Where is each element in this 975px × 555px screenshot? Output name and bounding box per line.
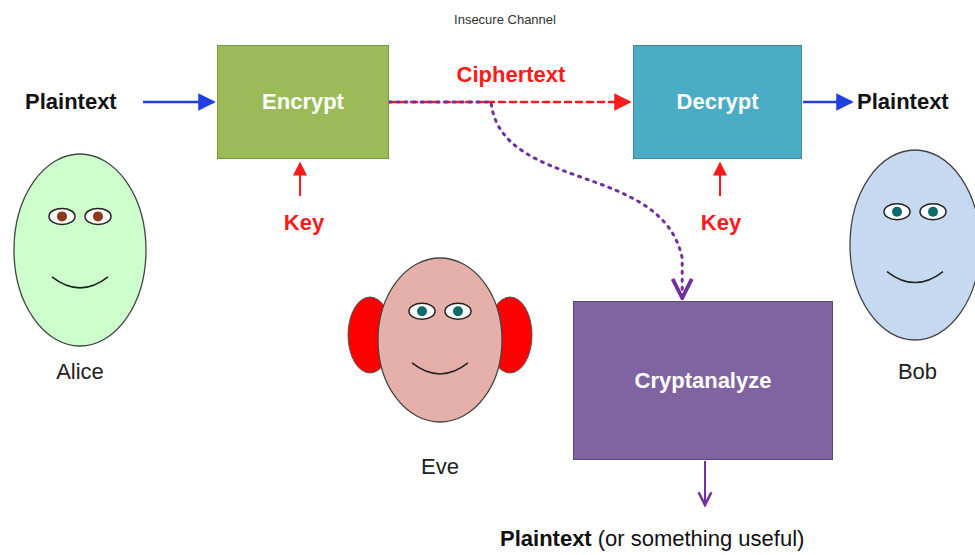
person-name: Alice <box>10 359 150 385</box>
pupil <box>93 211 103 221</box>
box-title: Decrypt <box>677 89 759 115</box>
mouth <box>887 272 943 283</box>
eye <box>49 208 75 224</box>
person-name: Eve <box>370 454 510 480</box>
person-figure: Bob <box>850 150 975 385</box>
process-box: Cryptanalyze <box>573 301 833 460</box>
face-drawing <box>850 150 975 385</box>
person-figure: Alice <box>10 150 150 385</box>
key-label: Key <box>701 210 741 236</box>
key-label: Key <box>284 210 324 236</box>
pupil <box>417 306 427 316</box>
face-drawing <box>10 150 150 385</box>
channel-label: Insecure Channel <box>454 12 556 27</box>
eye <box>884 204 910 220</box>
box-title: Cryptanalyze <box>635 368 772 394</box>
process-box: Decrypt <box>633 45 802 159</box>
plaintext-label: Plaintext <box>857 89 949 115</box>
plaintext-arrow <box>143 101 214 104</box>
face-drawing <box>370 255 510 480</box>
eye <box>409 303 435 319</box>
output-arrow <box>704 461 706 505</box>
mouth <box>52 277 108 288</box>
pupil <box>928 207 938 217</box>
connector <box>389 101 630 104</box>
box-title: Encrypt <box>262 89 344 115</box>
process-box: Encrypt <box>217 45 389 159</box>
eye <box>920 204 946 220</box>
pupil <box>892 207 902 217</box>
head <box>378 258 502 422</box>
key-arrow <box>299 163 301 196</box>
plaintext-arrow <box>803 101 852 104</box>
pupil <box>453 306 463 316</box>
eye <box>445 303 471 319</box>
plaintext-label: Plaintext <box>500 526 592 552</box>
person-name: Bob <box>850 359 975 385</box>
edge-label: Ciphertext <box>457 62 566 88</box>
person-figure: Eve <box>370 255 510 480</box>
pupil <box>57 211 67 221</box>
plaintext-label: Plaintext <box>25 89 117 115</box>
mouth <box>412 363 468 374</box>
key-arrow <box>719 163 721 196</box>
eye <box>85 208 111 224</box>
head <box>850 150 975 340</box>
head <box>14 154 146 346</box>
note-label: (or something useful) <box>598 526 805 552</box>
